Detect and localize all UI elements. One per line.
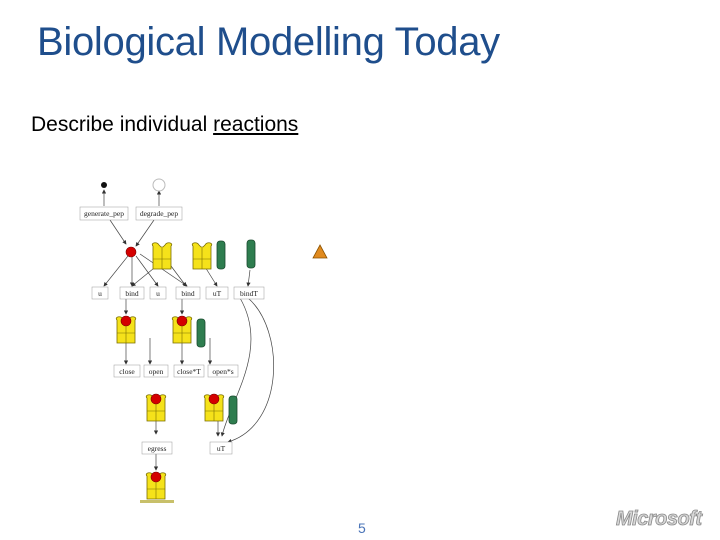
label-egress: egress [148, 444, 167, 453]
label-bind2: bind [181, 289, 195, 298]
label-uT: uT [213, 289, 222, 298]
label-close: close [119, 367, 135, 376]
mhc-node-empty [152, 243, 171, 269]
peptide-node [126, 247, 136, 257]
microsoft-logo: Microsoft [614, 506, 710, 532]
source-node [101, 182, 107, 188]
label-u: u [98, 289, 102, 298]
reactions-link[interactable]: reactions [213, 113, 298, 136]
label-closeT: close*T [177, 367, 201, 376]
slide-subtitle: Describe individual reactions [31, 113, 298, 137]
slide-title: Biological Modelling Today [37, 20, 500, 65]
label-bind: bind [125, 289, 139, 298]
reaction-diagram: generate_pep degrade_pep u bind u bind u… [70, 170, 290, 515]
sink-node [153, 179, 165, 191]
egress-node [140, 472, 174, 503]
label-u2: u [156, 289, 160, 298]
mhc-peptide-closed-node [146, 394, 165, 421]
label-bindT: bindT [240, 289, 258, 298]
svg-text:Microsoft: Microsoft [616, 508, 703, 530]
mhc-peptide-closed-tapasin-node [204, 394, 237, 424]
label-openT: open*s [212, 367, 233, 376]
subtitle-text: Describe individual [31, 113, 213, 136]
label-open: open [149, 367, 164, 376]
label-generate: generate_pep [84, 209, 124, 218]
triangle-marker-icon [312, 244, 328, 259]
mhc-peptide-tapasin-node [172, 316, 205, 347]
mhc-tapasin-node [192, 241, 225, 269]
page-number: 5 [358, 520, 366, 536]
label-degrade: degrade_pep [140, 209, 179, 218]
tapasin-node [247, 240, 255, 268]
mhc-peptide-node [116, 316, 135, 343]
label-uT2: uT [217, 444, 226, 453]
